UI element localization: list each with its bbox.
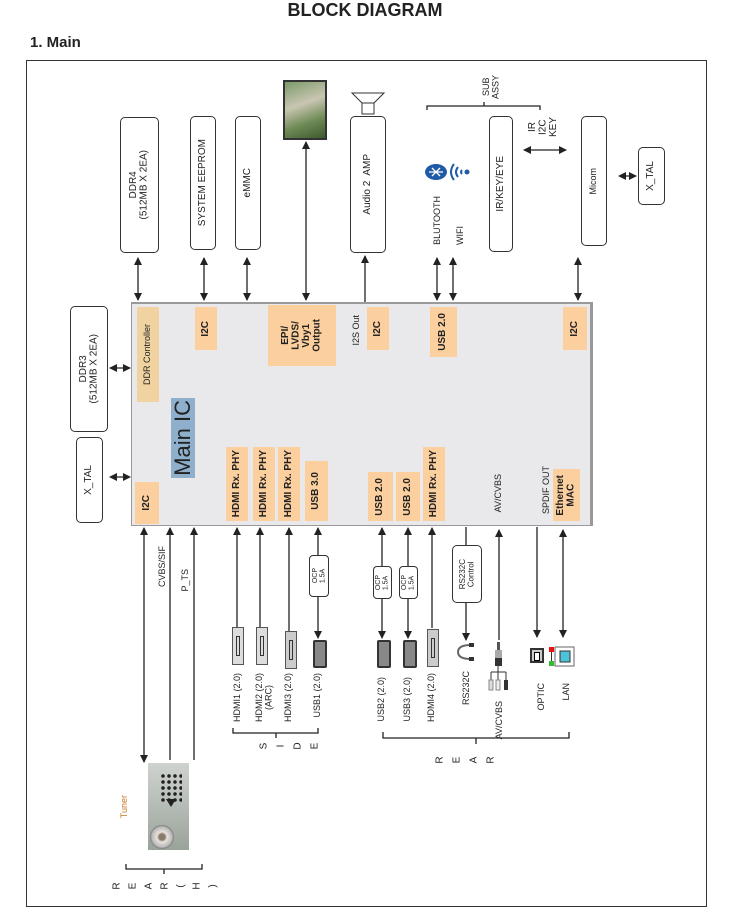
optic-label: OPTIC — [536, 683, 547, 711]
section-title: 1. Main — [30, 34, 81, 51]
main-ic — [131, 302, 593, 526]
spdif-out-label: SPDIF OUT — [540, 465, 551, 514]
i2c-block: I2C — [563, 307, 587, 350]
ocp-usb1-box: OCP 1.5A — [309, 555, 329, 597]
tuner-label: Tuner — [119, 795, 130, 819]
ddr4-box: DDR4 (512MB X 2EA) — [120, 117, 159, 253]
ddr3-box: DDR3 (512MB X 2EA) — [70, 306, 108, 432]
i2c-block: I2C — [195, 307, 217, 350]
sub-assy-label: SUB ASSY — [480, 74, 500, 99]
speaker-icon — [350, 92, 386, 115]
usb3-label: USB3 (2.0) — [402, 677, 413, 722]
hdmi2-connector-icon — [256, 627, 268, 665]
hdmi3-connector-icon — [285, 631, 297, 669]
av-cvbs-ic-label: AV/CVBS — [492, 473, 503, 513]
hdmi4-label: HDMI4 (2.0) — [426, 673, 437, 723]
hdmi-phy-1-block: HDMI Rx. PHY — [226, 447, 248, 521]
hdmi1-label: HDMI1 (2.0) — [232, 673, 243, 723]
usb2-label: USB2 (2.0) — [376, 677, 387, 722]
emmc-box: eMMC — [235, 116, 261, 250]
av-cvbs-label: AV/CVBS — [494, 700, 505, 740]
xtal-right-box: X_TAL — [638, 147, 665, 205]
rear-h-group-label: REAR(H) — [111, 880, 223, 892]
wifi-label: WIFI — [455, 225, 466, 245]
ocp-usb2-box: OCP 1.5A — [373, 566, 392, 599]
micom-box: Micom — [581, 116, 607, 246]
tuner-image — [148, 763, 189, 850]
usb1-label: USB1 (2.0) — [312, 673, 323, 718]
usb20-block: USB 2.0 — [430, 307, 457, 357]
usb20-b-block: USB 2.0 — [396, 472, 420, 521]
i2c-block: I2C — [135, 482, 159, 524]
ir-key-eye-box: IR/KEY/EYE — [489, 116, 513, 252]
ddr-controller-block: DDR Controller — [137, 307, 159, 402]
hdmi4-connector-icon — [427, 629, 439, 667]
i2c-block: I2C — [367, 307, 389, 350]
rs232c-label: RS232C — [461, 670, 472, 706]
hdmi-phy-2-block: HDMI Rx. PHY — [253, 447, 275, 521]
usb2-connector-icon — [377, 640, 391, 668]
usb3-connector-icon — [403, 640, 417, 668]
display-panel-image — [283, 80, 327, 140]
page-title: BLOCK DIAGRAM — [287, 0, 443, 20]
main-ic-label: Main IC — [170, 398, 195, 478]
lan-port-icon — [549, 646, 575, 667]
p-ts-label: P_TS — [180, 568, 191, 592]
hdmi-phy-3-block: HDMI Rx. PHY — [278, 447, 300, 521]
optic-port-icon — [530, 648, 544, 663]
hdmi-phy-4-block: HDMI Rx. PHY — [423, 447, 445, 521]
xtal-left-box: X_TAL — [76, 437, 103, 523]
side-group-label: SIDE — [258, 740, 326, 752]
bluetooth-label: BLUTOOTH — [432, 195, 443, 245]
usb30-block: USB 3.0 — [305, 461, 328, 521]
lan-label: LAN — [561, 683, 572, 701]
ocp-usb3-box: OCP 1.5A — [399, 566, 418, 599]
usb20-a-block: USB 2.0 — [368, 472, 393, 521]
hdmi1-connector-icon — [232, 627, 244, 665]
i2s-out-label: I2S Out — [351, 314, 362, 346]
rs232c-control-box: RS232C Control — [452, 545, 482, 603]
system-eeprom-box: SYSTEM EEPROM — [190, 116, 216, 250]
hdmi3-label: HDMI3 (2.0) — [283, 673, 294, 723]
ir-i2c-key-label: IR I2C KEY — [527, 116, 560, 137]
rear-group-label: REAR — [434, 754, 502, 766]
usb1-connector-icon — [313, 640, 327, 668]
diagram-frame — [26, 60, 707, 907]
ethernet-mac-block: Ethernet MAC — [553, 469, 580, 521]
rs232c-headphone-icon — [456, 643, 474, 661]
bluetooth-wifi-icon — [425, 163, 470, 181]
audio-amp-box: Audio 2 AMP — [350, 116, 386, 253]
av-cvbs-cable-icon — [488, 642, 508, 691]
hdmi2-label: HDMI2 (2.0) (ARC) — [253, 673, 273, 723]
cvbs-sif-label: CVBS/SIF — [157, 546, 168, 588]
epi-lvds-vby1-block: EPI/ LVDS/ Vby1 Output — [268, 305, 336, 366]
